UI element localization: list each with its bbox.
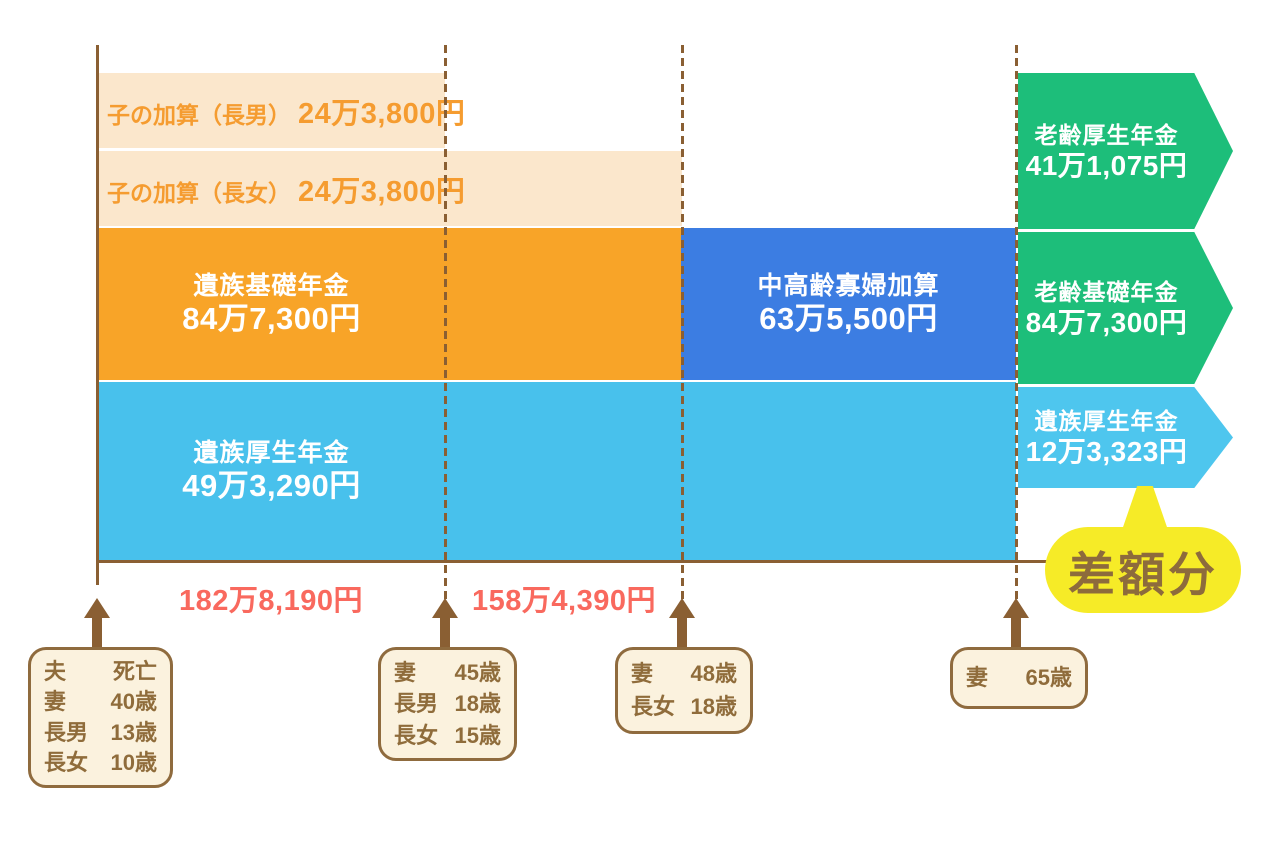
event-box-wife-45: 妻 45歳 長男 18歳 長女 15歳 <box>378 647 517 761</box>
arrow-old-age-basic-pension: 老齢基礎年金 84万7,300円 <box>1018 232 1233 384</box>
event-row: 長男 13歳 <box>44 720 157 746</box>
difference-callout: 差額分 <box>1045 527 1241 613</box>
band-label: 子の加算（長男） <box>107 101 291 128</box>
event-label: 妻 <box>966 665 989 690</box>
event-value: 10歳 <box>110 750 157 776</box>
event-box-husband-death: 夫 死亡 妻 40歳 長男 13歳 長女 10歳 <box>28 647 173 788</box>
arrow-old-age-employee-pension: 老齢厚生年金 41万1,075円 <box>1018 73 1233 229</box>
band-survivor-basic-text: 遺族基礎年金 84万7,300円 <box>98 228 445 380</box>
arrow-label: 老齢厚生年金 <box>1034 121 1179 148</box>
event-row: 妻 48歳 <box>631 661 737 687</box>
band-label: 子の加算（長女） <box>107 179 291 206</box>
band-amount: 84万7,300円 <box>182 301 361 336</box>
event-marker-arrow-icon <box>84 598 110 648</box>
event-row: 長女 15歳 <box>394 723 501 749</box>
event-label: 妻 <box>394 659 417 685</box>
band-child-addition-son-text: 子の加算（長男） 24万3,800円 <box>98 90 465 132</box>
event-label: 長女 <box>44 750 89 776</box>
event-row: 長女 18歳 <box>631 694 737 720</box>
arrow-label: 老齢基礎年金 <box>1034 278 1179 305</box>
band-label: 遺族基礎年金 <box>193 272 350 300</box>
arrow-old-age-employee-text: 老齢厚生年金 41万1,075円 <box>1018 73 1195 229</box>
event-label: 長女 <box>394 722 439 748</box>
dashed-line-wife-65 <box>1015 45 1018 612</box>
dashed-line-wife-45 <box>444 45 447 612</box>
band-amount: 49万3,290円 <box>182 468 361 503</box>
event-row: 長男 18歳 <box>394 691 501 717</box>
total-label-period1: 182万8,190円 <box>179 585 363 617</box>
event-value: 死亡 <box>112 658 157 684</box>
arrow-amount: 84万7,300円 <box>1025 306 1188 338</box>
band-survivor-employee-text: 遺族厚生年金 49万3,290円 <box>98 382 445 560</box>
event-label: 妻 <box>631 661 654 686</box>
event-row: 妻 45歳 <box>394 660 501 686</box>
difference-callout-tail <box>1122 486 1168 530</box>
event-value: 18歳 <box>690 694 737 719</box>
arrow-survivor-employee-text: 遺族厚生年金 12万3,323円 <box>1018 387 1195 488</box>
event-row: 妻 40歳 <box>44 689 157 715</box>
arrow-label: 遺族厚生年金 <box>1034 408 1179 434</box>
band-child-addition-daughter-text: 子の加算（長女） 24万3,800円 <box>98 168 465 210</box>
band-widow-addition-text: 中高齢寡婦加算 63万5,500円 <box>681 228 1016 380</box>
arrow-amount: 41万1,075円 <box>1025 149 1188 181</box>
arrow-old-age-basic-text: 老齢基礎年金 84万7,300円 <box>1018 232 1195 384</box>
event-label: 妻 <box>44 689 67 715</box>
band-label: 中高齢寡婦加算 <box>757 272 940 300</box>
event-label: 長男 <box>44 719 89 745</box>
event-value: 15歳 <box>454 722 501 748</box>
arrow-amount: 12万3,323円 <box>1025 436 1188 467</box>
total-label-period2: 158万4,390円 <box>472 585 656 617</box>
event-row: 長女 10歳 <box>44 750 157 776</box>
band-survivor-basic-pension: 遺族基礎年金 84万7,300円 <box>98 228 682 380</box>
band-amount: 24万3,800円 <box>298 175 466 208</box>
arrow-survivor-employee-pension-after65: 遺族厚生年金 12万3,323円 <box>1018 387 1233 488</box>
event-marker-arrow-icon <box>432 598 458 648</box>
event-box-wife-48: 妻 48歳 長女 18歳 <box>615 647 753 734</box>
band-amount: 24万3,800円 <box>298 97 466 130</box>
event-marker-arrow-icon <box>669 598 695 648</box>
axis-start-line <box>96 45 99 585</box>
event-value: 65歳 <box>1025 665 1072 690</box>
difference-callout-label: 差額分 <box>1068 547 1218 601</box>
event-box-wife-65: 妻 65歳 <box>950 647 1088 709</box>
band-widow-addition: 中高齢寡婦加算 63万5,500円 <box>681 228 1016 380</box>
event-value: 18歳 <box>454 691 501 716</box>
band-child-addition-son: 子の加算（長男） 24万3,800円 <box>98 73 465 148</box>
band-survivor-employee-pension: 遺族厚生年金 49万3,290円 <box>98 382 1016 560</box>
band-amount: 63万5,500円 <box>759 301 938 336</box>
band-child-addition-daughter: 子の加算（長女） 24万3,800円 <box>98 151 682 226</box>
band-label: 遺族厚生年金 <box>193 439 350 467</box>
event-label: 長女 <box>631 694 676 719</box>
event-value: 13歳 <box>110 719 157 745</box>
timeline-axis <box>96 560 1050 563</box>
event-value: 40歳 <box>110 689 157 715</box>
event-label: 長男 <box>394 691 439 716</box>
event-marker-arrow-icon <box>1003 598 1029 648</box>
event-row: 妻 65歳 <box>966 665 1072 691</box>
event-row: 夫 死亡 <box>44 659 157 685</box>
event-value: 48歳 <box>690 661 737 686</box>
event-value: 45歳 <box>454 659 501 685</box>
dashed-line-wife-48 <box>681 45 684 612</box>
event-label: 夫 <box>44 658 67 684</box>
